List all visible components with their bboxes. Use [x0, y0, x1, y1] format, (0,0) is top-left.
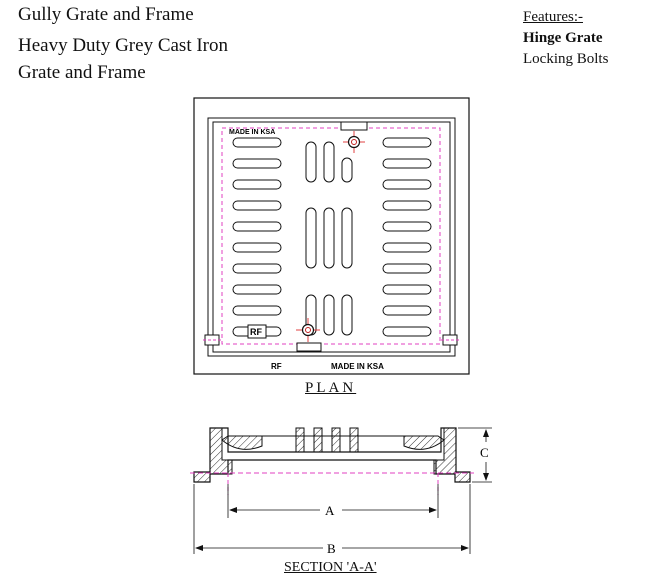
slot — [232, 137, 282, 148]
slot — [341, 157, 353, 183]
section-caption: SECTION 'A-A' — [284, 560, 377, 575]
locking-bolt-bottom — [296, 318, 320, 342]
slot — [232, 242, 282, 253]
slot — [323, 207, 335, 269]
feature-hinge-grate: Hinge Grate — [523, 30, 603, 46]
dim-c-label: C — [480, 445, 489, 460]
slot — [382, 137, 432, 148]
slot — [382, 305, 432, 316]
section-view: A B C — [190, 427, 492, 556]
plan-view: MADE IN KSA RF RF MADE IN KSA — [193, 97, 470, 375]
slot — [232, 305, 282, 316]
slots-left-column — [232, 137, 282, 337]
slot — [232, 179, 282, 190]
slot — [382, 284, 432, 295]
seat-right — [403, 435, 445, 450]
mark-bottom-right: MADE IN KSA — [331, 362, 384, 371]
bottom-lug — [296, 342, 322, 352]
slot — [382, 179, 432, 190]
slot — [232, 158, 282, 169]
frame-outer — [193, 97, 470, 375]
slot — [382, 242, 432, 253]
slot — [232, 200, 282, 211]
grate-edge — [212, 121, 451, 353]
hatch-left — [193, 427, 233, 483]
dimension-b: B — [193, 484, 471, 556]
slots-middle — [305, 141, 353, 336]
title-line-3: Grate and Frame — [18, 62, 146, 83]
slot — [232, 284, 282, 295]
grate-hidden-line — [221, 127, 441, 345]
slot — [382, 263, 432, 274]
hatch-right — [433, 427, 471, 483]
mark-bottom-left: RF — [271, 362, 282, 371]
dimension-c: C — [458, 427, 492, 483]
title-line-2: Heavy Duty Grey Cast Iron — [18, 35, 229, 56]
top-lug — [340, 121, 368, 131]
slot — [341, 207, 353, 269]
locking-bolt-top — [343, 131, 365, 153]
mark-top: MADE IN KSA — [229, 129, 275, 136]
slot — [232, 221, 282, 232]
slot — [305, 207, 317, 269]
slot — [382, 326, 432, 337]
feature-locking-bolts: Locking Bolts — [523, 51, 609, 67]
hinge-right — [441, 334, 459, 346]
dim-b-label: B — [327, 541, 336, 556]
plan-caption: PLAN — [305, 380, 357, 396]
slot — [323, 294, 335, 336]
slot — [305, 141, 317, 183]
hinge-left — [203, 334, 221, 346]
logo-box — [247, 324, 267, 339]
frame-inner — [207, 117, 456, 357]
slot — [382, 221, 432, 232]
slot — [323, 141, 335, 183]
dimension-a: A — [227, 484, 439, 518]
slot — [232, 263, 282, 274]
ribs — [295, 427, 359, 453]
mark-logo: RF — [250, 327, 262, 337]
seat-left — [221, 435, 263, 450]
title-line-1: Gully Grate and Frame — [18, 4, 194, 25]
features-heading: Features:- — [523, 9, 583, 25]
slot — [382, 200, 432, 211]
slot — [382, 158, 432, 169]
slot — [341, 294, 353, 336]
slots-right-column — [382, 137, 432, 337]
dim-a-label: A — [325, 503, 335, 518]
